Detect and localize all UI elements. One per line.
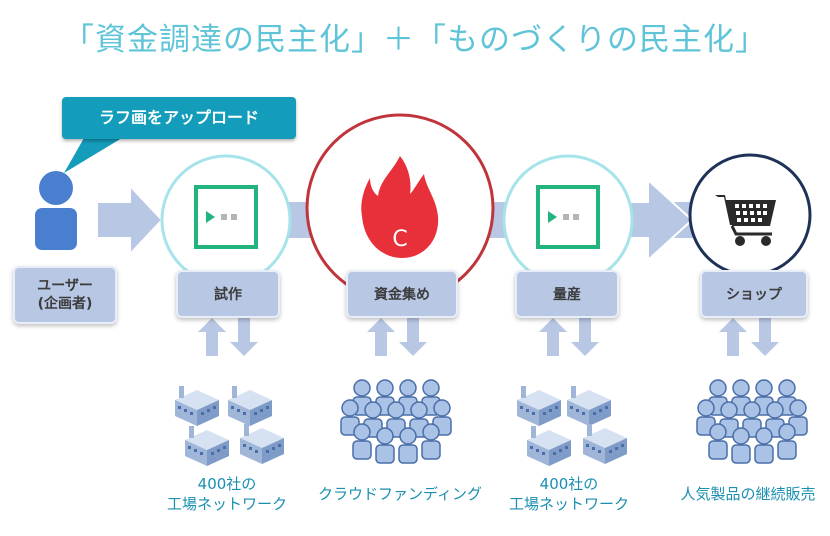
user-label-line1: ユーザー xyxy=(37,278,93,294)
flame-logo-letter: C xyxy=(392,227,407,252)
user-label: ユーザー (企画者) xyxy=(13,266,117,324)
fabrication-screen-icon xyxy=(194,185,258,249)
flow-arrow-1 xyxy=(96,183,164,257)
caption-factories-2: 400社の 工場ネットワーク xyxy=(508,475,629,513)
exchange-arrows-1 xyxy=(198,318,258,356)
caption-crowdfunding: クラウドファンディング xyxy=(318,485,482,503)
shopping-cart-icon xyxy=(715,195,776,246)
page-title: 「資金調達の民主化」＋「ものづくりの民主化」 xyxy=(63,22,767,58)
caption-factories-1: 400社の 工場ネットワーク xyxy=(166,475,287,513)
upload-callout-text: ラフ画をアップロード xyxy=(98,108,259,127)
step-label-funding: 資金集め xyxy=(346,270,458,318)
callout-pointer xyxy=(64,138,122,173)
exchange-arrows-3 xyxy=(539,318,599,356)
fabrication-screen-icon xyxy=(536,185,600,249)
factory-cluster-1 xyxy=(175,386,284,466)
upload-callout xyxy=(62,97,296,139)
step-label-mass-production: 量産 xyxy=(515,270,619,318)
flow-arrow-2 xyxy=(627,177,694,263)
crowd-cluster-2 xyxy=(696,379,808,464)
factory-cluster-2 xyxy=(517,386,627,466)
exchange-arrows-2 xyxy=(367,318,427,356)
flame-logo-icon xyxy=(361,156,439,258)
step-label-trial: 試作 xyxy=(176,270,280,318)
user-label-line2: (企画者) xyxy=(37,296,93,312)
user-person-icon xyxy=(35,171,77,250)
crowd-cluster-1 xyxy=(340,379,452,464)
caption-shop: 人気製品の継続販売 xyxy=(680,485,816,503)
step-label-shop: ショップ xyxy=(700,270,808,318)
exchange-arrows-4 xyxy=(719,318,779,356)
